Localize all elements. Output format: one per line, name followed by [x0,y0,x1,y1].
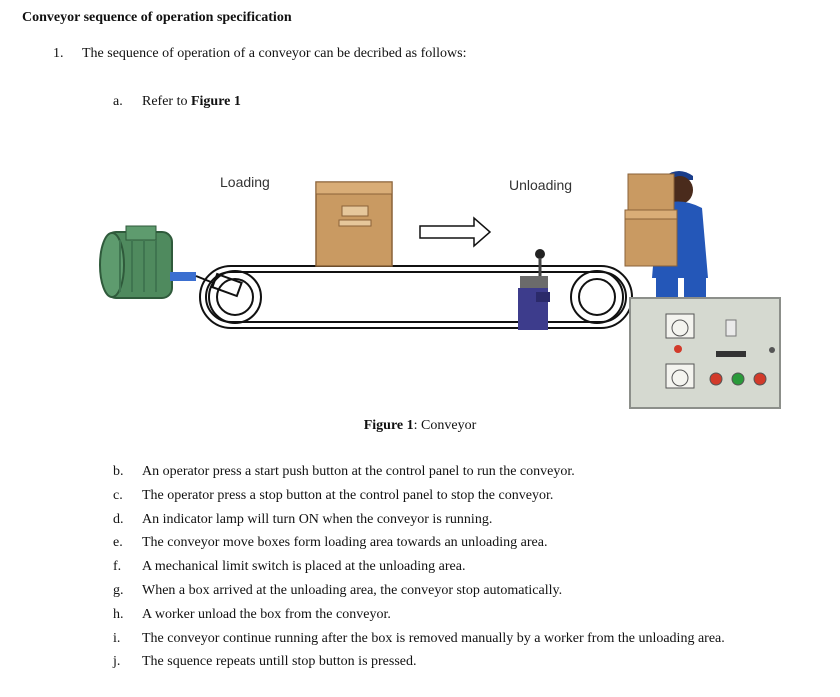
electric-motor-image [99,225,196,299]
step-letter: d. [113,511,124,527]
limit-switch-image [518,249,550,330]
caption-text: : Conveyor [413,418,477,433]
list-item: i. The conveyor continue running after th… [113,629,833,653]
step-text: The conveyor move boxes form loading are… [142,535,548,551]
step-letter: i. [113,630,121,646]
list-item: f. A mechanical limit switch is placed at… [113,557,833,581]
list-item: j. The squence repeats untill stop button… [113,652,833,676]
step-letter: b. [113,464,124,479]
list-item: e. The conveyor move boxes form loading a… [113,533,833,557]
step-text: A mechanical limit switch is placed at t… [142,559,466,575]
step-text: An operator press a start push button at… [142,464,575,479]
direction-arrow-icon [419,216,492,248]
list-item-text: The sequence of operation of a conveyor … [82,46,467,61]
control-panel-image [629,297,781,409]
conveyor-figure: Loading Unloading [90,140,790,415]
step-text: The conveyor continue running after the … [142,630,725,646]
list-item-1: 1. The sequence of operation of a conveyo… [53,46,466,62]
list-item: b. An operator press a start push button … [113,462,833,486]
figure-caption: Figure 1: Conveyor [0,418,840,434]
conveyor-belt [199,265,633,329]
list-number: 1. [53,46,64,61]
unloading-label: Unloading [509,177,573,193]
document-title: Conveyor sequence of operation specifica… [22,10,292,25]
step-text: When a box arrived at the unloading area… [142,582,563,598]
list-item: g. When a box arrived at the unloading ar… [113,581,833,605]
list-item: h. A worker unload the box from the conve… [113,605,833,629]
step-text: The squence repeats untill stop button i… [142,654,417,670]
sequence-steps-list: b. An operator press a start push button … [113,462,833,676]
step-text: An indicator lamp will turn ON when the … [142,511,493,527]
loading-label: Loading [220,174,270,190]
step-letter: e. [113,535,123,551]
step-text: The operator press a stop button at the … [142,487,554,503]
step-text: A worker unload the box from the conveyo… [142,606,391,622]
list-item: c. The operator press a stop button at th… [113,486,833,510]
cardboard-box-image [315,181,393,267]
sub-item-text: Refer to [142,94,191,109]
sub-item-letter: a. [113,94,123,109]
step-letter: c. [113,487,123,503]
sub-item-a: a. Refer to Figure 1 [113,94,241,110]
figure-reference: Figure 1 [190,94,241,109]
step-letter: h. [113,606,124,622]
list-item: d. An indicator lamp will turn ON when th… [113,510,833,534]
step-letter: j. [113,654,121,670]
conveyor-illustration [99,171,781,409]
step-letter: g. [113,582,124,598]
caption-figure-label: Figure 1 [363,418,414,433]
step-letter: f. [113,559,122,575]
